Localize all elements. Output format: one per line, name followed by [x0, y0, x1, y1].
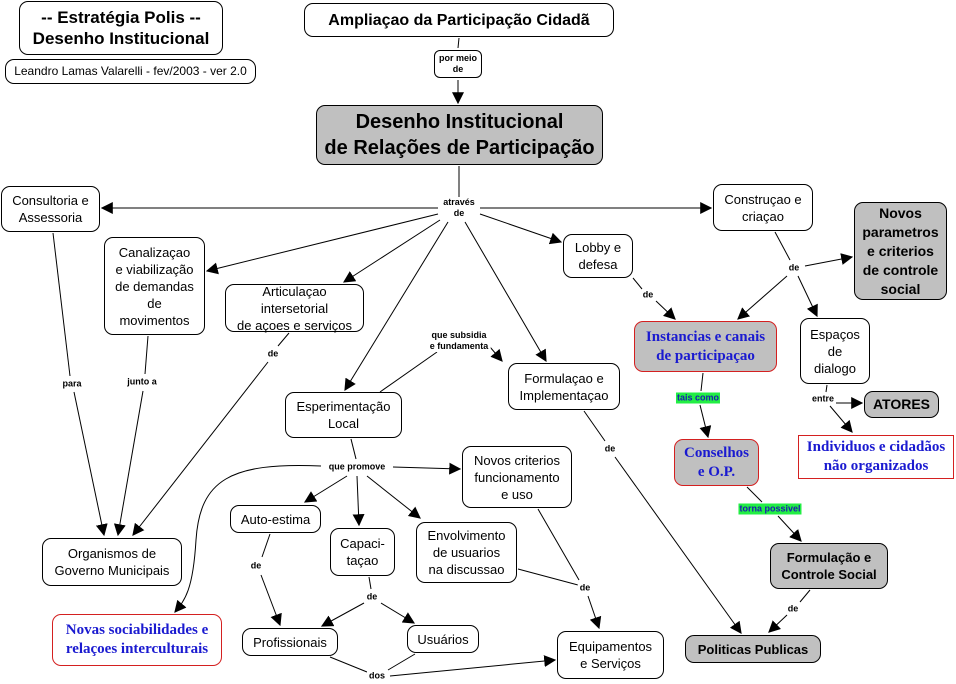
node-consultoria[interactable]: Consultoria e Assessoria: [1, 186, 100, 232]
node-auto-estima[interactable]: Auto-estima: [230, 505, 321, 533]
node-canalizacao[interactable]: Canalizaçao e viabilização de demandas d…: [104, 237, 205, 335]
connector-de-profissionais-2: [320, 602, 365, 627]
node-espacos-dialogo[interactable]: Espaços de dialogo: [800, 318, 870, 384]
connector-formimpl-de: [583, 410, 606, 442]
link-label-de-auto-estima: de: [248, 560, 264, 572]
node-instancias-canais[interactable]: Instancias e canais de participaçao: [634, 321, 777, 372]
node-atores[interactable]: ATORES: [864, 391, 939, 418]
connector-lobby-de: [632, 277, 643, 290]
node-capacitacao[interactable]: Capaci- taçao: [330, 528, 395, 576]
link-label-atraves-de: através de: [441, 197, 477, 219]
connector-ampliacao-por-meio: [457, 37, 460, 49]
node-lobby-defesa[interactable]: Lobby e defesa: [563, 234, 633, 278]
link-label-por-meio-de: por meio de: [433, 50, 483, 78]
connector-atraves-formulacao: [464, 221, 547, 363]
connector-de-equipamentos: [587, 595, 602, 630]
node-formulacao-implementacao[interactable]: Formulaçao e Implementaçao: [508, 363, 620, 410]
link-label-que-subsidia: que subsidia e fundamenta: [427, 330, 491, 352]
connector-construcao-de: [774, 231, 791, 261]
connector-para-organismos: [73, 391, 108, 537]
connector-subsidia-formulacao: [489, 346, 503, 362]
link-label-torna-possivel: torna possivel: [738, 503, 802, 515]
connector-atraves-canalizacao: [205, 213, 439, 275]
node-usuarios[interactable]: Usuários: [407, 625, 479, 653]
connector-atraves-lobby: [479, 213, 563, 245]
connector-formcontrole-de: [799, 589, 811, 603]
link-label-tais-como: tais como: [675, 392, 721, 404]
link-label-que-promove: que promove: [326, 461, 388, 473]
connector-espacos-entre: [825, 384, 828, 393]
connector-esperimentacao-subsidia: [379, 351, 438, 393]
connector-de-politicas: [768, 614, 788, 633]
connector-esperimentacao-promove: [350, 438, 357, 460]
node-organismos-governo[interactable]: Organismos de Governo Municipais: [42, 538, 182, 586]
node-formulacao-controle-social[interactable]: Formulação e Controle Social: [770, 543, 888, 589]
link-label-de-formulacao-impl: de: [602, 443, 618, 455]
connector-promove-novas-sociabilidades: [174, 464, 322, 613]
node-envolvimento-usuarios[interactable]: Envolvimento de usuarios na discussao: [416, 522, 517, 583]
connector-de-instancias-2: [737, 275, 788, 320]
link-label-de-formulacao-controle: de: [785, 603, 801, 615]
connector-de-organismos: [132, 361, 269, 536]
connector-usuarios-dos: [387, 653, 416, 671]
connector-atraves-articulacao: [342, 219, 441, 283]
node-conselhos-op[interactable]: Conselhos e O.P.: [674, 439, 759, 486]
link-label-de-capacitacao: de: [364, 591, 380, 603]
connector-promove-auto-estima: [303, 475, 348, 503]
connector-conselhos-torna: [746, 486, 763, 503]
node-novos-criterios[interactable]: Novos criterios funcionamento e uso: [462, 446, 572, 508]
connector-promove-envolvimento: [366, 475, 421, 519]
connector-de-profissionais: [260, 574, 282, 627]
node-profissionais[interactable]: Profissionais: [242, 628, 338, 656]
connector-dos-equipamentos: [389, 655, 557, 677]
node-ampliacao-participacao[interactable]: Ampliaçao da Participação Cidadã: [304, 3, 614, 37]
link-label-de-lobby: de: [640, 289, 656, 301]
connector-profissionais-dos: [329, 656, 368, 673]
node-individuos-cidadaos[interactable]: Individuos e cidadãos não organizados: [798, 435, 954, 479]
connector-torna-formulacao: [777, 515, 802, 542]
node-articulacao-intersetorial[interactable]: Articulaçao intersetorial de açoes e ser…: [225, 284, 364, 333]
link-label-para: para: [60, 378, 84, 390]
connector-junto-organismos: [113, 390, 144, 537]
node-novos-parametros[interactable]: Novos parametros e criterios de controle…: [854, 202, 947, 300]
connector-promove-capacitacao: [352, 475, 365, 527]
node-esperimentacao-local[interactable]: Esperimentação Local: [285, 392, 402, 438]
connector-de-instancias: [655, 300, 676, 320]
link-label-junto-a: junto a: [125, 376, 159, 388]
connector-canalizacao-junto: [144, 335, 149, 375]
node-novas-sociabilidades[interactable]: Novas sociabilidades e relaçoes intercul…: [52, 614, 222, 666]
link-label-dos: dos: [366, 670, 388, 682]
link-label-entre: entre: [809, 393, 837, 405]
node-construcao-criacao[interactable]: Construçao e criaçao: [713, 184, 813, 231]
link-label-de-equipamentos: de: [577, 582, 593, 594]
connector-promove-novos-criterios: [392, 462, 462, 475]
connector-instancias-tais: [700, 372, 704, 392]
node-equipamentos-servicos[interactable]: Equipamentos e Serviços: [557, 631, 664, 679]
link-label-de-construcao: de: [786, 262, 802, 274]
connector-de-politicas-2: [614, 456, 742, 634]
connector-articulacao-de: [277, 332, 290, 347]
link-label-de-articulacao: de: [265, 348, 281, 360]
connector-envolvimento-de: [517, 568, 579, 586]
connector-novos-criterios-de: [537, 508, 580, 581]
connector-autoestima-de: [261, 533, 271, 558]
connector-de-espacos: [797, 275, 818, 318]
node-desenho-institucional[interactable]: Desenho Institucional de Relações de Par…: [316, 105, 603, 165]
connector-consultoria-para: [52, 232, 71, 377]
connector-capacitacao-de: [368, 576, 372, 590]
title-node-estrategia-polis[interactable]: -- Estratégia Polis -- Desenho Instituci…: [19, 1, 223, 55]
connector-atraves-esperimentacao: [344, 221, 449, 392]
connector-de-novos-parametros: [804, 253, 854, 267]
author-node[interactable]: Leandro Lamas Valarelli - fev/2003 - ver…: [5, 59, 256, 84]
node-politicas-publicas[interactable]: Politicas Publicas: [685, 635, 821, 663]
connector-de-usuarios: [380, 602, 416, 624]
connector-tais-conselhos: [699, 404, 712, 439]
connector-entre-individuos: [829, 405, 853, 433]
